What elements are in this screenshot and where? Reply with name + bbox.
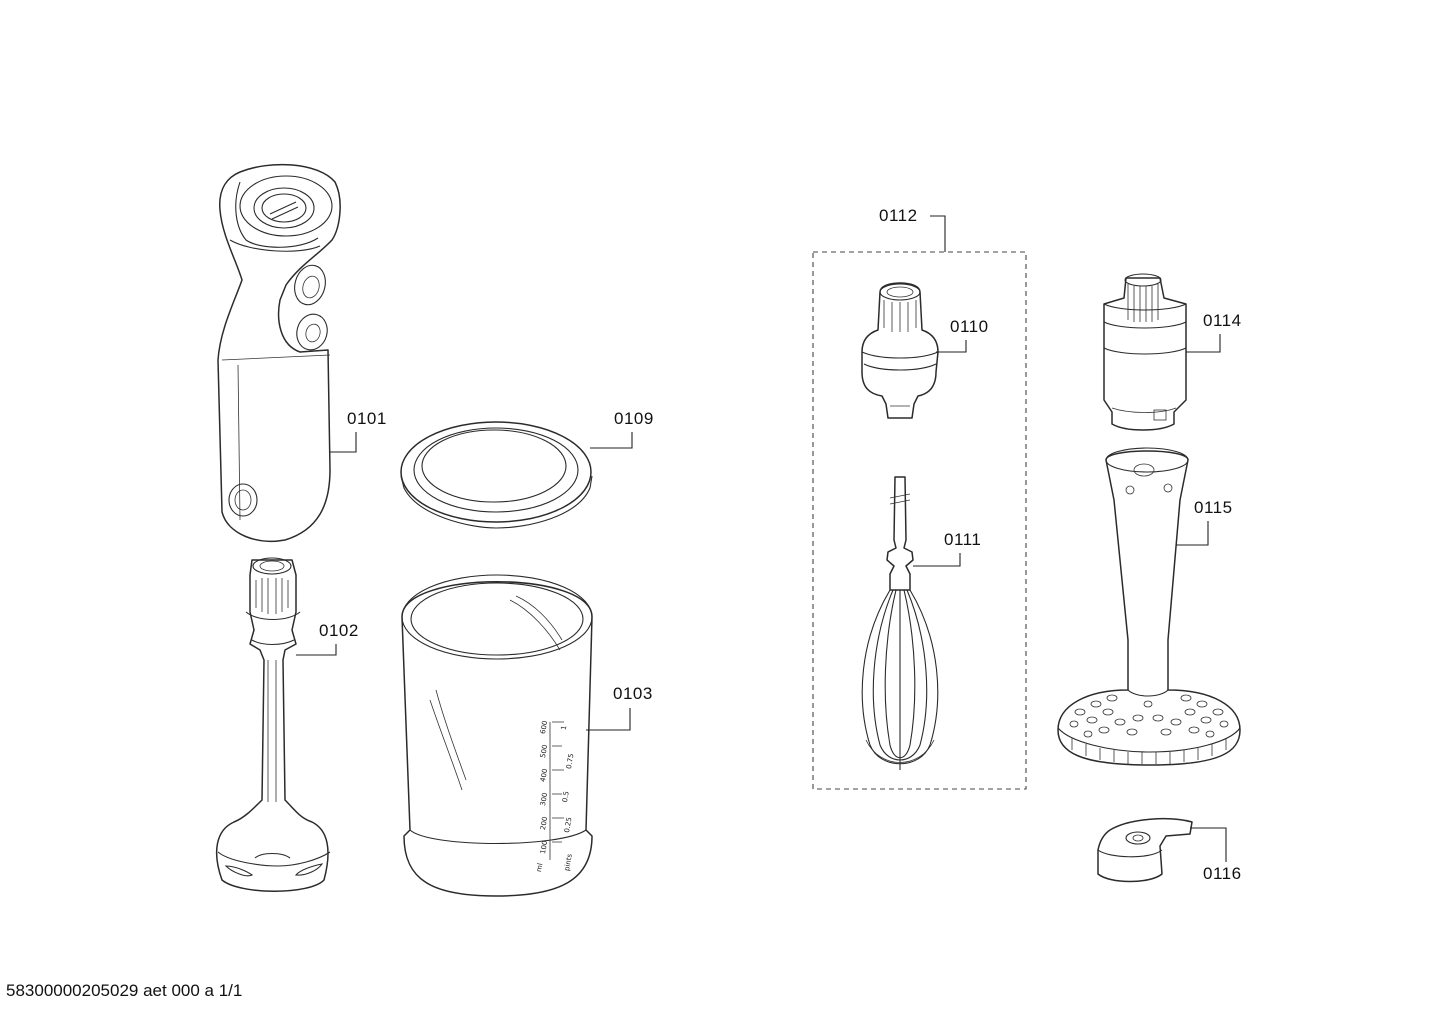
scale-pints-1: 1 [560,725,569,731]
masher-clip-icon [1097,818,1193,883]
measuring-beaker-icon: 600 500 400 300 200 100 ml 1 0.75 0.5 0.… [401,574,593,897]
whisk-assembly-group-border [812,251,1027,790]
scale-pints-05: 0.5 [561,791,571,803]
blender-shaft-icon [215,557,331,892]
callout-0110: 0110 [950,317,989,336]
potato-masher-icon [1057,447,1241,766]
callout-0115: 0115 [1194,498,1233,517]
callout-0102: 0102 [319,621,359,640]
masher-plate-holes [1069,694,1229,738]
callout-0109: 0109 [614,409,654,428]
beaker-lid-ring-icon [400,421,593,529]
document-code: 58300000205029 aet 000 a 1/1 [6,981,243,1000]
masher-gearbox-icon [1103,273,1187,431]
scale-ml-100: 100 [539,840,549,855]
leader-lines [296,215,1227,862]
whisk-gearbox-icon [861,282,939,419]
scale-ml-400: 400 [539,768,549,783]
callout-0114: 0114 [1203,311,1242,330]
scale-ml-300: 300 [539,792,549,807]
callout-0112: 0112 [879,206,918,225]
hand-blender-motor-unit-icon [217,163,341,542]
callout-0101: 0101 [347,409,387,428]
whisk-icon [861,476,939,770]
scale-pints-025: 0.25 [563,817,574,834]
beaker-scale-ml: 600 500 400 300 200 100 ml [535,720,549,873]
callout-0103: 0103 [613,684,653,703]
scale-pints-unit: pints [563,853,574,872]
scale-ml-500: 500 [539,744,549,759]
scale-ml-200: 200 [539,816,549,831]
beaker-scale-pints: 1 0.75 0.5 0.25 pints [560,725,576,872]
scale-ml-unit: ml [535,863,544,873]
callout-0111: 0111 [944,530,982,549]
scale-ml-600: 600 [539,720,549,735]
scale-pints-075: 0.75 [565,753,576,770]
callout-0116: 0116 [1203,864,1242,883]
